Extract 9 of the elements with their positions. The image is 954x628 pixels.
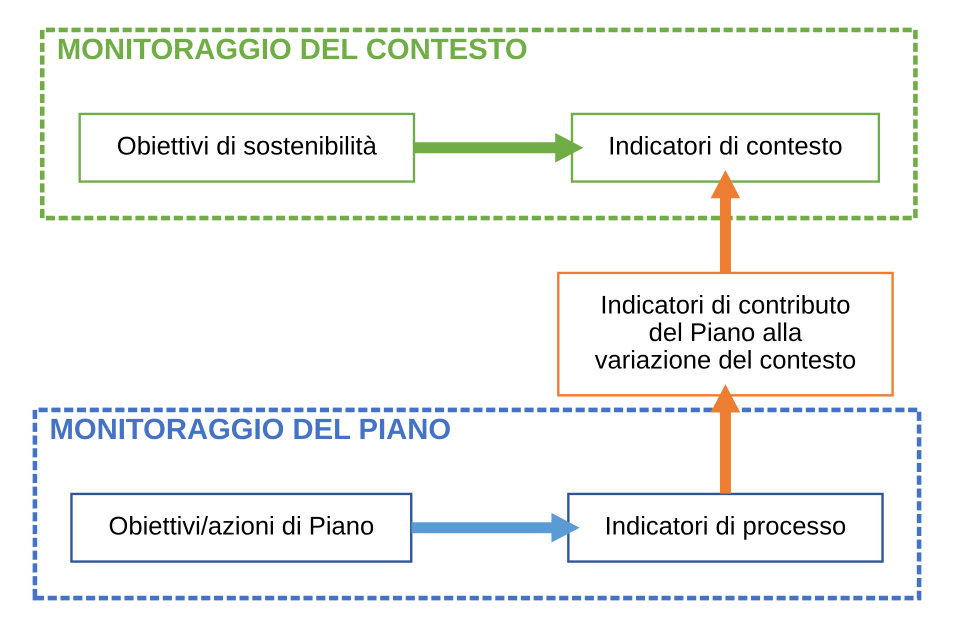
node-box: Indicatori di processo bbox=[567, 492, 884, 563]
node-box: Indicatori di contesto bbox=[570, 112, 880, 183]
node-box: Indicatori di contributo del Piano alla variazione del contesto bbox=[557, 272, 894, 396]
arrow bbox=[412, 512, 580, 543]
arrow bbox=[710, 170, 740, 272]
arrow bbox=[414, 132, 584, 163]
arrow bbox=[710, 384, 740, 494]
node-box: Obiettivi/azioni di Piano bbox=[70, 492, 412, 563]
node-box: Obiettivi di sostenibilità bbox=[78, 112, 416, 183]
